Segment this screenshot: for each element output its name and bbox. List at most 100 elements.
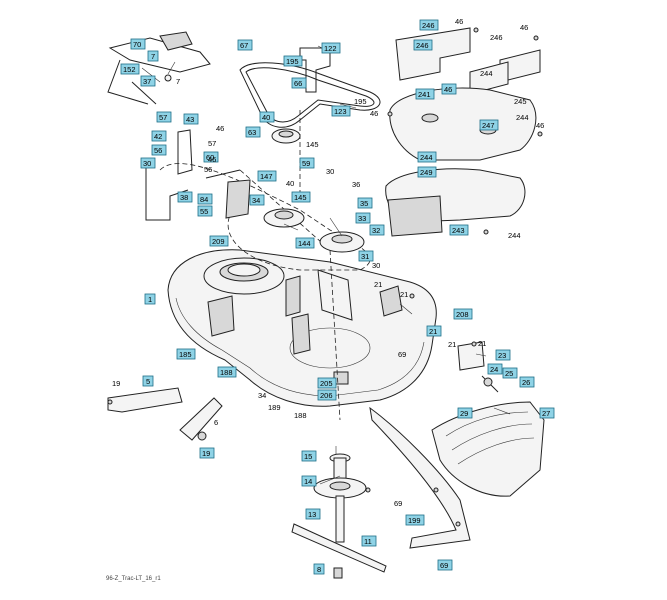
callout-34: 34 [249,194,265,206]
idler-pulley-upper [271,128,301,144]
svg-text:26: 26 [522,378,530,387]
callout-69: 69 [437,559,453,571]
svg-text:199: 199 [408,516,421,525]
callout-195: 195 [283,55,303,67]
bracket-assembly-left [145,129,251,221]
label-46: 46 [455,17,463,26]
label-6: 6 [214,418,218,427]
label-244: 244 [508,231,521,240]
callout-60: 60 [203,151,219,163]
svg-text:144: 144 [298,239,311,248]
callout-26: 26 [519,376,535,388]
callout-21: 21 [426,325,442,337]
label-21: 21 [448,340,456,349]
callout-123: 123 [331,105,351,117]
callout-35: 35 [357,197,373,209]
label-69: 69 [394,499,402,508]
svg-text:8: 8 [317,565,321,574]
callout-66: 66 [291,77,307,89]
label-195: 195 [354,97,367,106]
callout-37: 37 [140,75,156,87]
label-46: 46 [536,121,544,130]
discharge-deflector-strip [369,406,471,549]
svg-text:34: 34 [252,196,260,205]
callout-31: 31 [358,250,374,262]
svg-text:24: 24 [490,365,498,374]
label-246: 246 [490,33,503,42]
callout-246-a: 246 [419,19,439,31]
callout-145: 145 [291,191,311,203]
svg-text:57: 57 [159,113,167,122]
callout-84: 84 [197,193,213,205]
svg-text:11: 11 [364,537,372,546]
callout-30: 30 [140,157,156,169]
label-145: 145 [306,140,319,149]
callouts: 70 7 152 37 57 43 42 56 60 30 38 84 55 2… [120,19,555,575]
svg-text:43: 43 [186,115,194,124]
svg-text:23: 23 [498,351,506,360]
callout-29: 29 [457,407,473,419]
svg-text:30: 30 [143,159,151,168]
lower-belt-cover [385,168,526,237]
svg-text:15: 15 [304,452,312,461]
label-21: 21 [478,339,486,348]
svg-text:247: 247 [482,121,495,130]
callout-19: 19 [199,447,215,459]
callout-185: 185 [176,348,196,360]
callout-27: 27 [539,407,555,419]
mower-deck-housing [167,249,437,407]
svg-text:69: 69 [440,561,448,570]
callout-23: 23 [495,349,511,361]
svg-text:7: 7 [151,52,155,61]
callout-249: 249 [417,166,437,178]
callout-5: 5 [142,375,154,387]
callout-244: 244 [417,151,437,163]
label-46: 46 [208,155,216,164]
callout-7: 7 [147,50,159,62]
callout-38: 38 [177,191,193,203]
callout-63: 63 [245,126,261,138]
svg-text:243: 243 [452,226,465,235]
callout-122: 122 [321,42,341,54]
callout-15: 15 [301,450,317,462]
callout-199: 199 [405,514,425,526]
svg-text:123: 123 [334,107,347,116]
callout-70: 70 [130,38,146,50]
diagram-code: 96-Z_Trac-LT_16_r1 [106,576,161,582]
callout-247: 247 [479,119,499,131]
svg-text:19: 19 [202,449,210,458]
svg-text:14: 14 [304,477,312,486]
label-56: 56 [204,165,212,174]
svg-text:13: 13 [308,510,316,519]
callout-144: 144 [295,237,315,249]
callout-152: 152 [120,63,140,75]
label-245: 245 [514,97,527,106]
label-244: 244 [480,69,493,78]
blade-bolt [333,567,343,579]
callout-40: 40 [259,111,275,123]
callout-246-b: 246 [413,39,433,51]
svg-text:246: 246 [422,21,435,30]
svg-text:205: 205 [320,379,333,388]
svg-text:59: 59 [302,159,310,168]
svg-text:40: 40 [262,113,270,122]
svg-text:60: 60 [206,153,214,162]
lift-linkage [107,31,211,105]
label-21: 21 [400,290,408,299]
callout-13: 13 [305,508,321,520]
callout-8: 8 [313,563,325,575]
svg-text:241: 241 [418,90,431,99]
svg-text:33: 33 [358,214,366,223]
callout-241: 241 [415,88,435,100]
callout-188: 188 [217,366,237,378]
svg-text:147: 147 [260,172,273,181]
label-69: 69 [398,350,406,359]
label-46: 46 [216,124,224,133]
svg-text:55: 55 [200,207,208,216]
label-21: 21 [374,280,382,289]
callout-24: 24 [487,363,503,375]
plain-labels: 7 46 57 46 56 40 145 30 36 30 195 46 246… [112,17,544,508]
lift-bracket-right [457,341,499,393]
label-46: 46 [520,23,528,32]
svg-text:38: 38 [180,193,188,202]
